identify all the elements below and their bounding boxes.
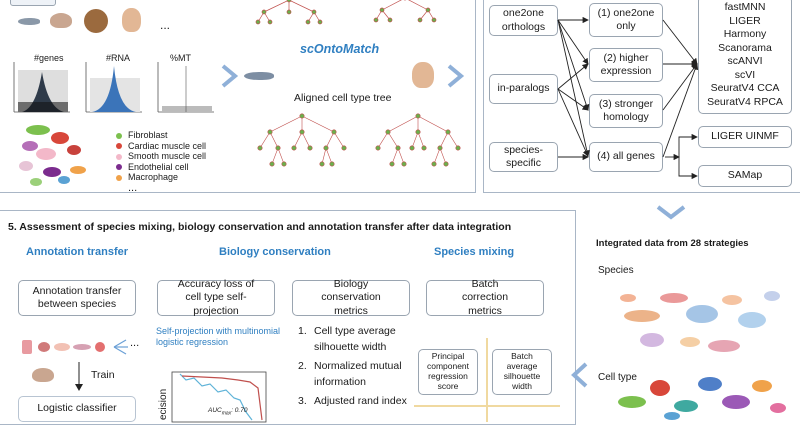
mouse-icon [32,368,54,382]
assessment-title: 5. Assessment of species mixing, biology… [8,221,512,233]
aligned-tree-icon [375,113,461,167]
legend-item: Smooth muscle cell [116,151,206,162]
qc-violin-genes [13,62,70,113]
legend-swatch [116,174,122,181]
pr-curve-plot [171,371,267,423]
monkey-icon [84,9,108,33]
celltype-umap [19,125,86,186]
species-more: ... [160,18,171,32]
mouse-icon [50,13,72,28]
legend-swatch [116,164,122,171]
batch-correction-box: Batch correction metrics [426,278,544,317]
qc-violin-mt [157,62,214,113]
logistic-classifier-box: Logistic classifier [18,396,136,422]
metric-item-cont: silhouette width [314,340,387,353]
ontology-tree-icon [373,0,437,23]
metric-item: 2.Normalized mutual [298,360,402,372]
metric-item: 3.Adjusted rand index [298,395,407,407]
celltype-legend: Fibroblast Cardiac muscle cell Smooth mu… [116,130,206,193]
train-arrow [75,362,83,391]
chevron-right-icon [447,64,465,88]
human-icon [122,8,141,32]
cell-images-icon [22,339,128,355]
zebrafish-icon [18,18,40,25]
assessment-panel [0,210,576,425]
species-umap-label: Species [598,265,634,276]
chevron-left-icon [571,362,588,388]
method-samap: SAMap [698,165,792,187]
integration-methods-list: fastMNN LIGER Harmony Scanorama scANVI s… [698,0,792,114]
aligned-tree-icon [257,113,347,167]
biology-metrics-list: 1.Cell type average silhouette width 2.N… [298,324,407,410]
gene-type-inparalogs: in-paralogs [489,74,558,104]
human-icon [412,62,434,88]
pcr-score-box: Principal component regression score [418,349,478,395]
ontology-tree-icon [255,0,323,25]
legend-label: Endothelial cell [128,161,189,172]
annotation-transfer-box: Annotation transfer between species [18,280,136,316]
qc-violin-plots [13,62,214,113]
legend-swatch [116,153,122,160]
step-header-stub [10,0,56,6]
qc-label-rna: #RNA [106,53,131,63]
legend-item: Endothelial cell [116,162,206,173]
celltype-umap-label: Cell type [598,372,637,383]
legend-item: Macrophage [116,172,206,183]
auc-annotation: AUCmax: 0.70 [208,407,248,417]
biology-metrics-box: Biology conservation metrics [292,278,410,317]
accuracy-loss-box: Accuracy loss of cell type self-projecti… [157,278,275,317]
chevron-right-icon [221,64,239,88]
batch-asw-box: Batch average silhouette width [492,349,552,395]
legend-item: Cardiac muscle cell [116,141,206,152]
chevron-down-icon [656,205,686,220]
legend-label: Cardiac muscle cell [128,140,207,151]
mixing-heading: Species mixing [434,246,515,258]
annotation-heading: Annotation transfer [26,246,129,258]
ontology-caption: Aligned cell type tree [294,92,392,104]
legend-label: Macrophage [128,172,179,182]
qc-violin-rna [85,62,142,113]
method-liger-uinmf: LIGER UINMF [698,126,792,148]
legend-item: Fibroblast [116,130,206,141]
qc-label-mt: %MT [170,53,191,63]
legend-swatch [116,132,122,139]
self-projection-note: Self-projection with multinomial logisti… [156,326,281,347]
ontology-tool-name: scOntoMatch [300,42,380,56]
qc-label-genes: #genes [34,53,64,63]
results-title: Integrated data from 28 strategies [596,238,749,249]
legend-label: Fibroblast [128,130,168,140]
strategy-connector-arrows [557,16,699,180]
cell-images-more: ... [130,337,140,349]
gene-type-species-specific: species-specific [489,142,558,172]
legend-more: ... [128,181,138,194]
species-umap-plot [620,291,780,352]
legend-label: Smooth muscle cell [128,151,207,161]
preprocessing-panel [0,0,476,193]
metric-item-cont: information [314,375,366,388]
pr-axis-label: ecision [158,388,169,420]
celltype-umap-plot [618,377,786,420]
zebrafish-icon [244,72,274,80]
legend-swatch [116,143,122,150]
strategy-all-genes: (4) all genes [589,142,663,172]
mixing-quadrant-axes [414,338,560,422]
biology-heading: Biology conservation [219,246,331,258]
train-label: Train [91,369,115,381]
metric-item: 1.Cell type average [298,325,396,337]
